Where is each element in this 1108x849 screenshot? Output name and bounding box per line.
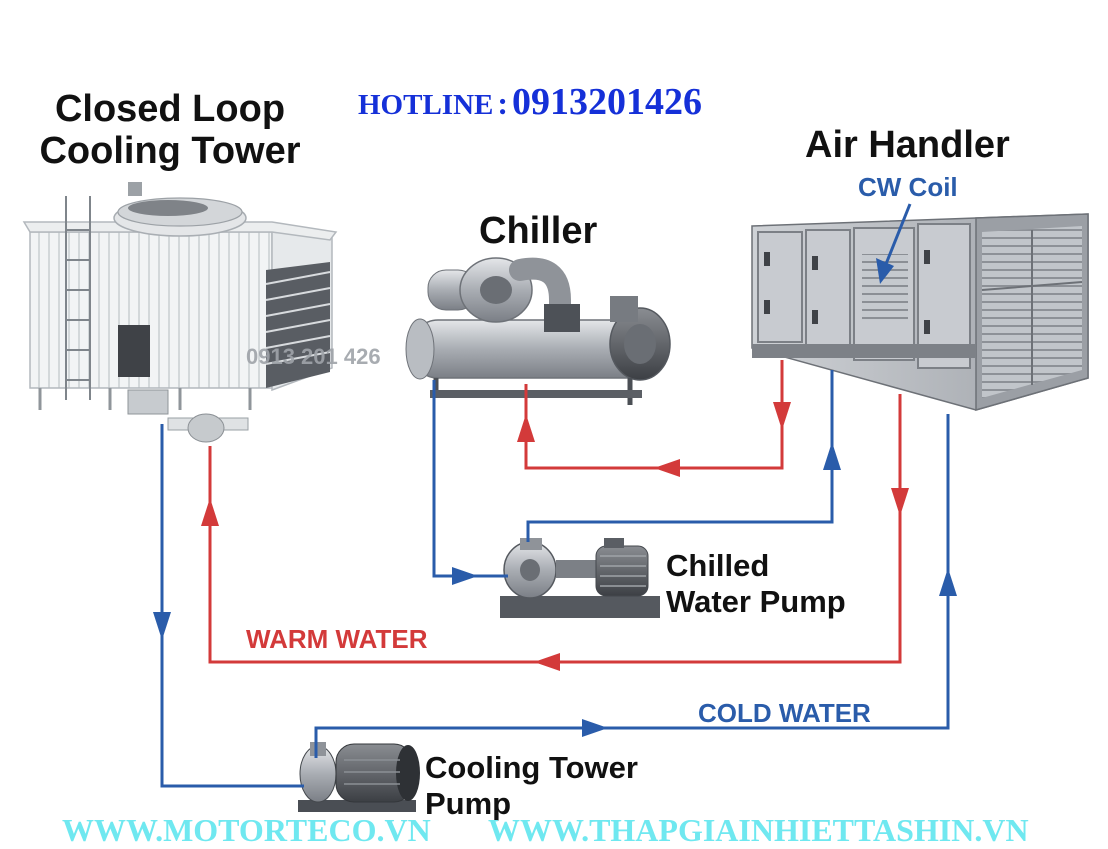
arrow-down-icon: [153, 612, 171, 640]
cooling-tower-title: Closed Loop Cooling Tower: [20, 88, 320, 172]
hotline-number[interactable]: 0913201426: [512, 81, 703, 123]
chiller-title: Chiller: [479, 210, 598, 252]
cooling-tower-pump-illustration: [298, 742, 420, 812]
cooling-tower-illustration: [22, 182, 338, 443]
arrow-up-icon: [201, 498, 219, 526]
arrow-left-icon: [654, 459, 680, 477]
flow-arrows-red: [201, 402, 909, 671]
hotline-separator: :: [497, 85, 509, 121]
cold-water-label: COLD WATER: [698, 698, 871, 728]
pipe-tower-to-tower-pump: [160, 424, 304, 788]
chilled-water-pump-label-line2: Water Pump: [666, 584, 846, 619]
tower-ladder: [65, 196, 91, 400]
hotline: HOTLINE : 0913201426: [358, 80, 702, 124]
footer-site-right[interactable]: WWW.THAPGIAINHIETTASHIN.VN: [488, 812, 1029, 848]
pipe-air-handler-to-tower: [208, 394, 902, 664]
arrow-pointer-icon: [876, 258, 894, 284]
cooling-tower-pump-label-line1: Cooling Tower: [425, 750, 638, 785]
flow-arrows-blue: [153, 442, 957, 737]
air-handler-illustration: [751, 213, 1089, 411]
air-handler-title: Air Handler: [805, 124, 1010, 166]
cooling-tower-title-line2: Cooling Tower: [39, 130, 301, 172]
warm-water-label: WARM WATER: [246, 624, 428, 654]
tower-watermark: 0913 201 426: [246, 344, 381, 369]
arrow-up-icon: [939, 568, 957, 596]
arrow-right-icon: [582, 719, 608, 737]
cooling-tower-title-line1: Closed Loop: [54, 88, 286, 130]
arrow-up-icon: [517, 414, 535, 442]
arrow-up-icon: [823, 442, 841, 470]
arrow-down-icon: [773, 402, 791, 430]
chilled-water-pump-label: Chilled Water Pump: [666, 548, 846, 620]
cw-coil-pointer: [876, 203, 912, 284]
chilled-water-pump-illustration: [500, 538, 660, 618]
tower-louvers: [265, 262, 331, 388]
pipe-chiller-to-chilled-pump: [432, 380, 508, 578]
chilled-water-pump-label-line1: Chilled: [666, 548, 770, 583]
cw-coil-label: CW Coil: [858, 172, 958, 202]
hotline-label: HOTLINE: [358, 89, 494, 121]
arrow-left-icon: [534, 653, 560, 671]
footer-site-left[interactable]: WWW.MOTORTECO.VN: [62, 812, 431, 848]
cooling-tower-pump-label: Cooling Tower Pump: [425, 750, 638, 822]
tower-legs: [38, 388, 252, 410]
cooling-tower-pump-label-line2: Pump: [425, 786, 512, 821]
chiller-illustration: [405, 257, 671, 405]
arrow-down-icon: [891, 488, 909, 516]
arrow-right-icon: [452, 567, 478, 585]
